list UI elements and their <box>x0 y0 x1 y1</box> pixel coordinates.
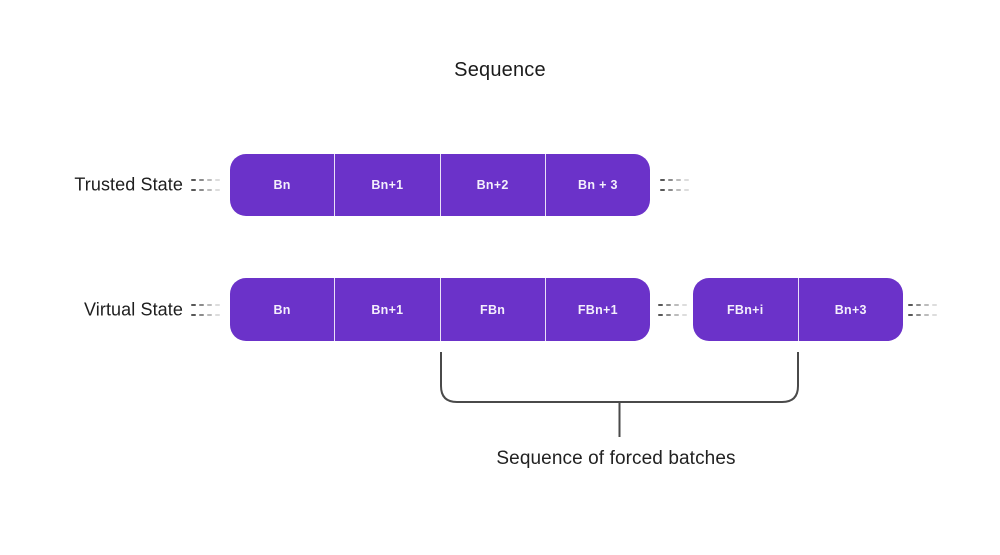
trusted-state-label: Trusted State <box>74 174 183 195</box>
batch-block-label: Bn <box>273 302 291 317</box>
dashed-continuation-icon <box>191 303 220 316</box>
batch-block-label: Bn+2 <box>476 178 509 192</box>
forced-batches-caption: Sequence of forced batches <box>496 448 736 469</box>
batch-block: FBn+i <box>693 278 798 341</box>
batch-block-label: Bn+1 <box>371 178 404 192</box>
trusted-state-row: Trusted State Bn Bn+1 Bn+2 Bn + 3 <box>0 154 1000 216</box>
dashed-continuation-icon <box>191 179 220 191</box>
batch-block: Bn+3 <box>797 278 904 341</box>
dashed-continuation-icon <box>660 179 689 191</box>
batch-block-label: FBn+1 <box>577 302 618 317</box>
batch-block: Bn <box>230 154 334 216</box>
batch-block-label: FBn <box>480 302 506 317</box>
batch-block-label: Bn + 3 <box>578 178 618 192</box>
batch-block-label: FBn+i <box>726 302 764 317</box>
batch-block-label: Bn+1 <box>371 302 404 317</box>
dashed-continuation-icon <box>658 303 687 316</box>
batch-block: FBn <box>439 278 545 341</box>
virtual-batch-group-2: FBn+i Bn+3 <box>693 278 903 341</box>
batch-block-label: Bn <box>273 178 291 192</box>
virtual-state-label: Virtual State <box>83 299 183 319</box>
batch-block: FBn+1 <box>544 278 650 341</box>
batch-block: Bn <box>230 278 334 341</box>
batch-block: Bn+2 <box>439 154 545 216</box>
batch-block: Bn + 3 <box>544 154 650 216</box>
batch-block: Bn+1 <box>334 278 439 341</box>
virtual-batch-group-1: Bn Bn+1 FBn FBn+1 <box>230 278 650 341</box>
trusted-batch-group: Bn Bn+1 Bn+2 Bn + 3 <box>230 154 650 216</box>
virtual-state-row: Virtual State Bn Bn+1 FBn FBn+1 FBn+i Bn… <box>0 278 1000 341</box>
batch-block-label: Bn+3 <box>834 302 867 317</box>
batch-block: Bn+1 <box>334 154 439 216</box>
diagram-title: Sequence <box>454 59 546 81</box>
dashed-continuation-icon <box>908 303 937 316</box>
